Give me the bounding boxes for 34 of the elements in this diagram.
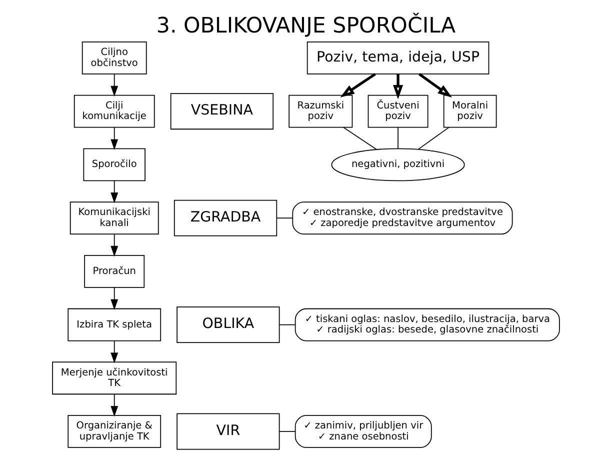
node-box: OBLIKA	[176, 306, 280, 343]
node-box: Poziv, tema, ideja, USP	[306, 42, 490, 74]
diagram-title: 3. OBLIKOVANJE SPOROČILA	[156, 13, 456, 38]
node-box: Komunikacijski kanali	[70, 202, 159, 234]
node-box: Moralni poziv	[443, 94, 497, 128]
node-box: ✓ enostranske, dvostranske predstavitve ✓ zaporedje predstavitve argumentov	[292, 202, 513, 234]
arrow	[110, 180, 118, 204]
node-box: VIR	[176, 413, 280, 450]
node-box: ✓ zanimiv, priljubljen vir ✓ znane osebnosti	[294, 415, 432, 448]
node-box: Proračun	[84, 254, 145, 288]
connector	[279, 324, 296, 326]
arrow	[393, 74, 404, 100]
node-box: Čustveni poziv	[368, 94, 428, 128]
node-box: ✓ tiskani oglas: naslov, besedilo, ilustracija, barva ✓ radijski oglas: besede, glasovne značilnosti	[294, 308, 560, 342]
node-box: Cilji komunikacije	[74, 94, 155, 128]
arrow	[110, 234, 118, 257]
node-box: Merjenje učinkovitosti TK	[52, 362, 177, 395]
node-box: VSEBINA	[170, 93, 274, 130]
connector	[343, 126, 377, 150]
node-ellipse: negativni, pozitivni	[331, 148, 465, 182]
node-box: Izbira TK spleta	[68, 308, 162, 342]
arrow	[110, 287, 118, 310]
arrow	[110, 126, 118, 150]
node-box: Ciljno občinstvo	[82, 42, 147, 74]
node-box: Razumski poziv	[288, 94, 353, 128]
arrow	[110, 340, 118, 364]
connector	[278, 431, 296, 432]
arrow	[110, 394, 118, 417]
node-box: ZGRADBA	[174, 200, 278, 236]
node-box: Organiziranje & upravljanje TK	[68, 415, 162, 448]
arrow	[110, 74, 118, 97]
node-box: Sporočilo	[83, 148, 146, 182]
arrow	[418, 72, 452, 98]
connector	[418, 126, 450, 150]
